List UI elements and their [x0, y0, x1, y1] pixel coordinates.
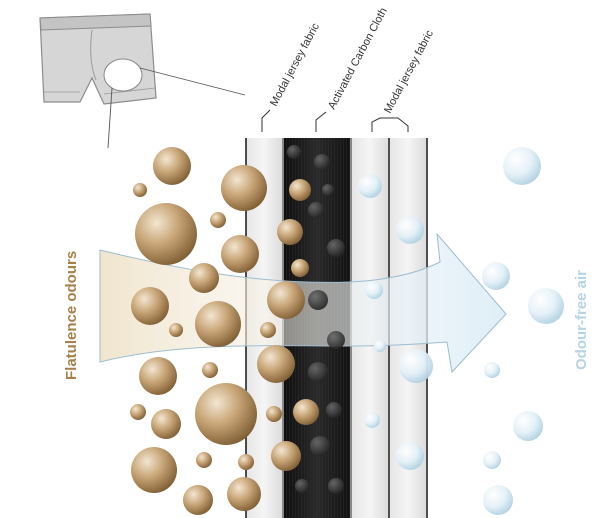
pad-highlight — [103, 58, 143, 92]
odour-bubble — [289, 179, 311, 201]
odour-bubble — [260, 322, 276, 338]
trapped-odour-bubble — [308, 202, 324, 218]
trapped-odour-bubble — [310, 436, 330, 456]
trapped-odour-bubble — [327, 331, 345, 349]
odour-bubble — [131, 287, 169, 325]
odour-bubble — [153, 147, 191, 185]
label-modal-inner: Modal jersey fabric — [382, 28, 436, 116]
odour-bubble — [195, 383, 257, 445]
fresh-air-bubble — [396, 216, 424, 244]
odour-bubble — [151, 409, 181, 439]
fresh-air-bubble — [365, 281, 383, 299]
fresh-air-bubble — [483, 485, 513, 515]
odour-bubble — [195, 301, 241, 347]
fresh-air-bubble — [484, 362, 500, 378]
trapped-odour-bubble — [327, 239, 345, 257]
fresh-air-bubble — [513, 411, 543, 441]
odour-bubble — [271, 441, 301, 471]
fresh-air-bubble — [528, 288, 564, 324]
fresh-air-bubble — [396, 442, 424, 470]
odour-bubble — [210, 212, 226, 228]
label-modal-outer: Modal jersey fabric — [268, 21, 322, 109]
label-odour-free-air: Odour-free air — [573, 270, 590, 370]
fresh-air-bubble — [482, 262, 510, 290]
odour-bubble — [291, 259, 309, 277]
odour-bubble — [133, 183, 147, 197]
odour-bubble — [139, 357, 177, 395]
odour-bubble — [130, 404, 146, 420]
label-flatulence-odours: Flatulence odours — [63, 251, 80, 380]
trapped-odour-bubble — [322, 184, 334, 196]
fresh-air-bubble — [399, 349, 433, 383]
odour-bubble — [189, 263, 219, 293]
trapped-odour-bubble — [314, 154, 330, 170]
odour-bubble — [196, 452, 212, 468]
trapped-odour-bubble — [326, 402, 342, 418]
fresh-air-bubble — [364, 412, 380, 428]
trapped-odour-bubble — [295, 479, 309, 493]
fresh-air-bubble — [503, 147, 541, 185]
label-activated-carbon: Activated Carbon Cloth — [326, 6, 390, 112]
odour-bubble — [267, 281, 305, 319]
callout-lines — [107, 67, 246, 149]
odour-bubble — [183, 485, 213, 515]
odour-bubble — [131, 447, 177, 493]
boxer-brief-illustration — [39, 13, 157, 105]
odour-bubble — [227, 477, 261, 511]
odour-bubble — [135, 203, 197, 265]
odour-bubble — [277, 219, 303, 245]
trapped-odour-bubble — [287, 145, 301, 159]
trapped-odour-bubble — [308, 290, 328, 310]
bubble-group — [130, 145, 564, 515]
odour-bubble — [221, 165, 267, 211]
fresh-air-bubble — [374, 340, 386, 352]
odour-bubble — [202, 362, 218, 378]
fresh-air-bubble — [358, 174, 382, 198]
odour-bubble — [293, 399, 319, 425]
layer-brackets — [261, 109, 409, 132]
trapped-odour-bubble — [328, 478, 344, 494]
odour-bubble — [238, 454, 254, 470]
odour-bubble — [266, 406, 282, 422]
odour-bubble — [169, 323, 183, 337]
trapped-odour-bubble — [308, 362, 328, 382]
odour-bubble — [221, 235, 259, 273]
odour-bubble — [257, 345, 295, 383]
fresh-air-bubble — [483, 451, 501, 469]
